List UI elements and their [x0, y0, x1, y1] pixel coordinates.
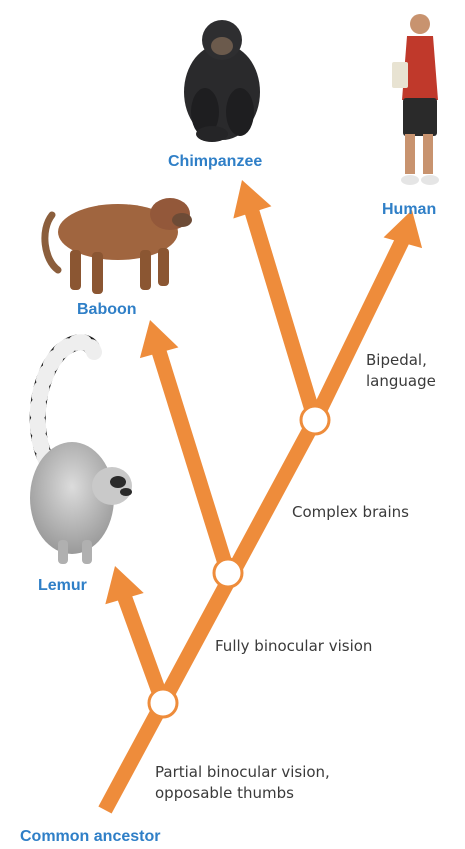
human-photo: [392, 14, 439, 185]
trait-bipedal-line2: language: [366, 371, 436, 392]
arrowhead-lemur: [105, 566, 143, 604]
trait-partial-line2: opposable thumbs: [155, 783, 330, 804]
node-great-ape: [214, 559, 242, 587]
trait-complex-brains: Complex brains: [292, 502, 409, 523]
lemur-photo: [30, 342, 132, 564]
trait-bipedal-line1: Bipedal,: [366, 350, 436, 371]
trait-partial-binocular: Partial binocular vision, opposable thum…: [155, 762, 330, 804]
label-lemur: Lemur: [38, 577, 87, 595]
node-human-chimp: [301, 406, 329, 434]
label-human: Human: [382, 201, 436, 219]
branch-lemur: [122, 590, 163, 703]
branch-baboon: [157, 345, 228, 573]
trait-bipedal-language: Bipedal, language: [366, 350, 436, 392]
branch-chimpanzee: [250, 205, 315, 420]
baboon-photo: [45, 198, 192, 294]
chimpanzee-photo: [184, 20, 260, 142]
branch-human: [315, 235, 405, 420]
label-chimpanzee: Chimpanzee: [168, 153, 262, 171]
trait-partial-line1: Partial binocular vision,: [155, 762, 330, 783]
arrowhead-baboon: [140, 320, 179, 358]
label-common-ancestor: Common ancestor: [20, 828, 160, 846]
trait-complex-line1: Complex brains: [292, 502, 409, 523]
trait-fully-line1: Fully binocular vision: [215, 636, 372, 657]
trait-fully-binocular: Fully binocular vision: [215, 636, 372, 657]
node-anthropoid: [149, 689, 177, 717]
label-baboon: Baboon: [77, 301, 137, 319]
